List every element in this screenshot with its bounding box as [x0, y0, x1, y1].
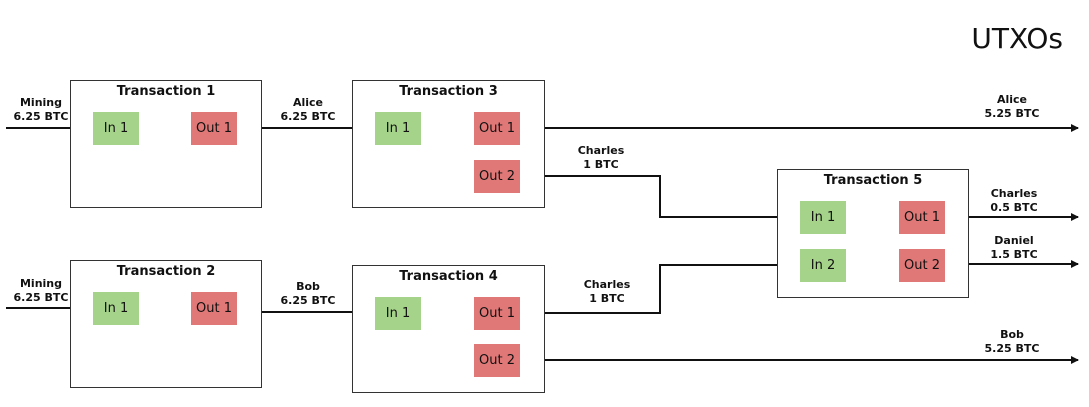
- transaction-1-title: Transaction 1: [116, 84, 216, 99]
- transaction-4-input-1: In 1: [375, 297, 421, 330]
- transaction-5-title: Transaction 5: [823, 173, 923, 188]
- transaction-4-output-2: Out 2: [474, 344, 520, 377]
- label-bob-t2-t4: Bob 6.25 BTC: [276, 280, 340, 308]
- transaction-3-title: Transaction 3: [399, 84, 498, 99]
- label-charles-t4-t5-who: Charles: [583, 278, 631, 291]
- label-mining-2: Mining 6.25 BTC: [10, 277, 72, 305]
- label-daniel-utxo-amount: 1.5 BTC: [990, 248, 1038, 261]
- label-alice-t1-t3-who: Alice: [292, 96, 324, 109]
- transaction-3-output-1: Out 1: [474, 112, 520, 145]
- transaction-3-input-1: In 1: [375, 112, 421, 145]
- label-charles-utxo-amount: 0.5 BTC: [990, 201, 1038, 214]
- transaction-5-box: Transaction 5 In 1 In 2 Out 1 Out 2: [777, 169, 969, 298]
- transaction-4-title: Transaction 4: [399, 269, 498, 284]
- label-charles-t3-t5: Charles 1 BTC: [570, 144, 632, 172]
- label-mining-2-who: Mining: [19, 277, 63, 290]
- transaction-1-output-1: Out 1: [191, 112, 237, 145]
- label-charles-utxo: Charles 0.5 BTC: [980, 187, 1048, 215]
- label-daniel-utxo-who: Daniel: [994, 234, 1034, 247]
- label-daniel-utxo: Daniel 1.5 BTC: [980, 234, 1048, 262]
- label-alice-t1-t3: Alice 6.25 BTC: [276, 96, 340, 124]
- label-bob-utxo-who: Bob: [1000, 328, 1024, 341]
- label-alice-utxo: Alice 5.25 BTC: [978, 93, 1046, 121]
- transaction-1-box: Transaction 1 In 1 Out 1: [70, 80, 262, 208]
- label-mining-1: Mining 6.25 BTC: [10, 96, 72, 124]
- arrow-t4-out1-to-t5: [520, 261, 800, 314]
- label-charles-t3-t5-who: Charles: [577, 144, 625, 157]
- transaction-1-input-1: In 1: [93, 112, 139, 145]
- label-charles-t3-t5-amount: 1 BTC: [583, 158, 619, 171]
- label-alice-utxo-amount: 5.25 BTC: [984, 107, 1040, 120]
- transaction-4-output-1: Out 1: [474, 297, 520, 330]
- transaction-2-input-1: In 1: [93, 292, 139, 325]
- label-charles-utxo-who: Charles: [990, 187, 1038, 200]
- transaction-5-output-2: Out 2: [899, 249, 945, 282]
- transaction-2-title: Transaction 2: [116, 264, 216, 279]
- transaction-5-input-1: In 1: [800, 201, 846, 234]
- label-bob-utxo: Bob 5.25 BTC: [978, 328, 1046, 356]
- page-title: UTXOs: [971, 22, 1063, 55]
- label-bob-t2-t4-amount: 6.25 BTC: [280, 294, 336, 307]
- transaction-5-input-2: In 2: [800, 249, 846, 282]
- label-mining-2-amount: 6.25 BTC: [13, 291, 69, 304]
- transaction-5-output-1: Out 1: [899, 201, 945, 234]
- arrow-t3-out2-to-t5: [520, 175, 800, 221]
- label-alice-utxo-who: Alice: [996, 93, 1028, 106]
- label-charles-t4-t5: Charles 1 BTC: [576, 278, 638, 306]
- label-mining-1-who: Mining: [19, 96, 63, 109]
- transaction-3-box: Transaction 3 In 1 Out 1 Out 2: [352, 80, 545, 208]
- label-bob-t2-t4-who: Bob: [296, 280, 320, 293]
- transaction-2-box: Transaction 2 In 1 Out 1: [70, 260, 262, 388]
- transaction-2-output-1: Out 1: [191, 292, 237, 325]
- label-mining-1-amount: 6.25 BTC: [13, 110, 69, 123]
- transaction-3-output-2: Out 2: [474, 160, 520, 193]
- transaction-4-box: Transaction 4 In 1 Out 1 Out 2: [352, 265, 545, 393]
- label-bob-utxo-amount: 5.25 BTC: [984, 342, 1040, 355]
- label-charles-t4-t5-amount: 1 BTC: [589, 292, 625, 305]
- label-alice-t1-t3-amount: 6.25 BTC: [280, 110, 336, 123]
